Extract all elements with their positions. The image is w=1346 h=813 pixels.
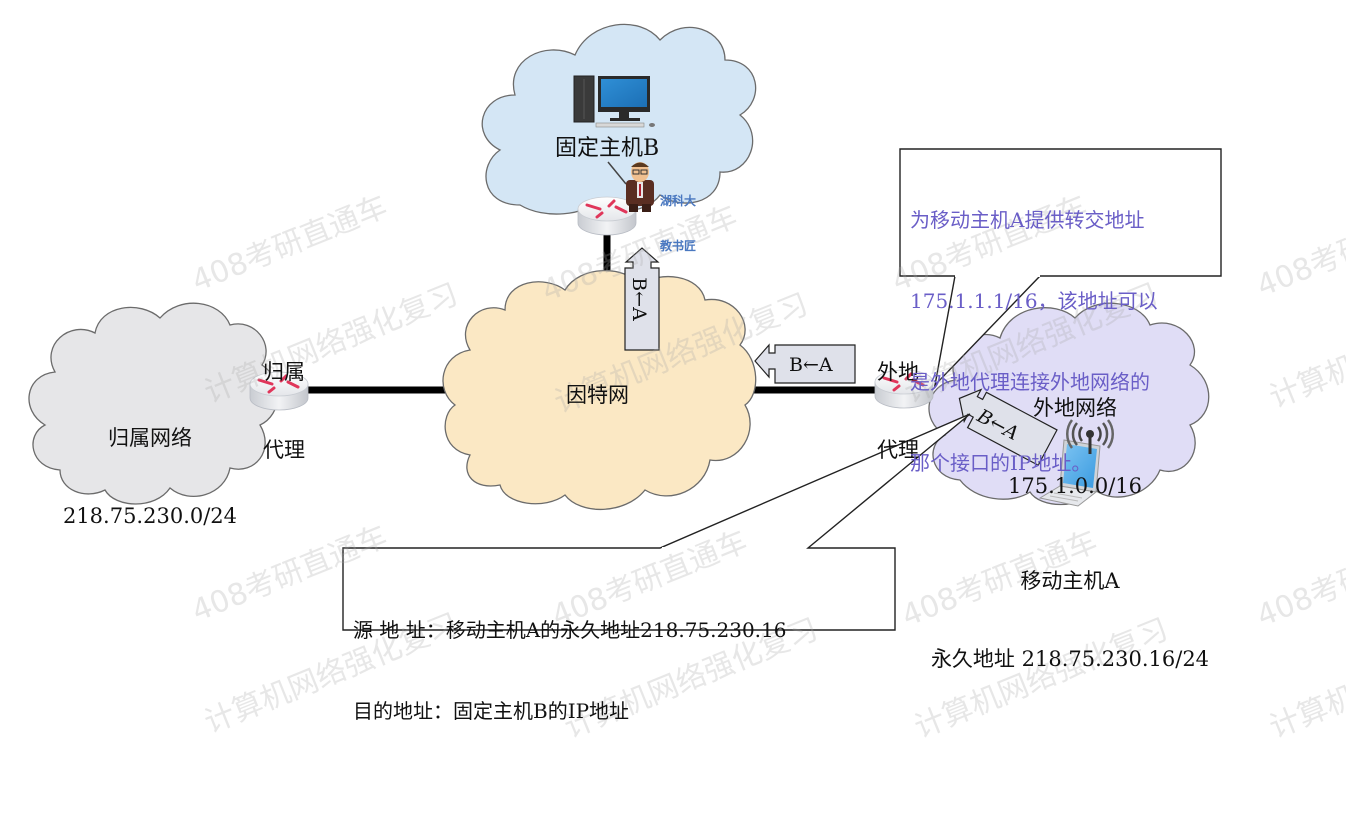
- router-foreign-agent: [874, 369, 934, 409]
- cloud-home-network: [28, 302, 279, 505]
- packet-up-label: B←A: [627, 277, 650, 321]
- diagram-canvas: [28, 23, 1222, 631]
- packet-callout-text: 源 地 址：移动主机A的永久地址218.75.230.16 目的地址：固定主机B…: [353, 563, 786, 779]
- router-arrow-icon: [892, 384, 901, 392]
- mobile-host-a-label: 移动主机A 永久地址 218.75.230.16/24: [905, 516, 1235, 724]
- desktop-computer-icon: [573, 75, 655, 128]
- router-arrow-icon: [279, 374, 288, 383]
- foreign-agent-label: 外地 代理: [877, 307, 919, 515]
- router-arrow-icon: [595, 211, 604, 219]
- wifi-signal-icon: [1066, 419, 1114, 454]
- router-arrow-icon: [614, 205, 628, 214]
- brand-badge-line2: 教书匠: [660, 239, 697, 253]
- router-arrow-icon: [267, 386, 276, 394]
- router-arrow-icon: [882, 376, 899, 384]
- foreign-network-label: 外地网络 175.1.0.0/16: [990, 343, 1160, 551]
- foreign-network-name: 外地网络: [1033, 396, 1117, 420]
- home-network-prefix: 218.75.230.0/24: [62, 504, 238, 528]
- router-arrow-icon: [257, 378, 274, 386]
- brand-badge-line1: 湖科大: [660, 194, 697, 208]
- care-of-callout-line: 是外地代理连接外地网络的: [910, 370, 1150, 394]
- teacher-mascot-icon: [607, 161, 654, 212]
- home-agent-label: 归属 代理: [263, 307, 305, 515]
- home-network-label: 归属网络 218.75.230.0/24: [50, 373, 250, 581]
- router-fixed: [577, 196, 637, 236]
- care-of-callout-line: 那个接口的IP地址。: [910, 451, 1092, 475]
- home-network-name: 归属网络: [108, 426, 192, 450]
- care-of-callout-text: 为移动主机A提供转交地址 175.1.1.1/16，该地址可以 是外地代理连接外…: [910, 153, 1158, 531]
- fixed-host-b-label: 固定主机B: [555, 136, 660, 161]
- router-arrow-icon: [607, 199, 616, 208]
- packet-callout-destination-line: 目的地址：固定主机B的IP地址: [353, 699, 630, 723]
- router-top: [249, 371, 309, 397]
- internet-label: 因特网: [566, 383, 629, 407]
- home-agent-label-line2: 代理: [263, 438, 305, 462]
- callout-packet-addresses: [342, 413, 971, 631]
- foreign-agent-label-line2: 代理: [877, 438, 919, 462]
- router-top: [874, 369, 934, 395]
- router-arrow-icon: [911, 378, 925, 387]
- brand-badge: 湖科大 教书匠: [660, 164, 696, 284]
- laptop-icon: [1038, 439, 1101, 507]
- mobile-host-a-name: 移动主机A: [1020, 569, 1120, 593]
- router-arrow-icon: [286, 380, 300, 389]
- router-arrow-icon: [904, 372, 913, 381]
- packet-diagonal: [958, 388, 1058, 467]
- packet-left: [754, 343, 856, 384]
- foreign-agent-label-line1: 外地: [877, 360, 919, 384]
- router-arrow-icon: [585, 203, 602, 211]
- packet-up: [624, 247, 660, 351]
- care-of-callout-line: 175.1.1.1/16，该地址可以: [910, 289, 1158, 313]
- cloud-internet: [442, 269, 757, 511]
- diagram-stage: 408考研直通车 计算机网络强化复习 408考研直通车 计算机网络强化复习 40…: [28, 23, 1346, 746]
- packet-left-label: B←A: [789, 354, 833, 376]
- foreign-network-prefix: 175.1.0.0/16: [1008, 474, 1142, 498]
- care-of-callout-line: 为移动主机A提供转交地址: [910, 208, 1145, 232]
- callout-care-of-address: [899, 148, 1222, 388]
- home-agent-label-line1: 归属: [263, 360, 305, 384]
- mobile-host-a-permanent-address: 永久地址 218.75.230.16/24: [930, 647, 1210, 671]
- packet-callout-source-line: 源 地 址：移动主机A的永久地址218.75.230.16: [353, 618, 787, 642]
- router-home-agent: [249, 371, 309, 411]
